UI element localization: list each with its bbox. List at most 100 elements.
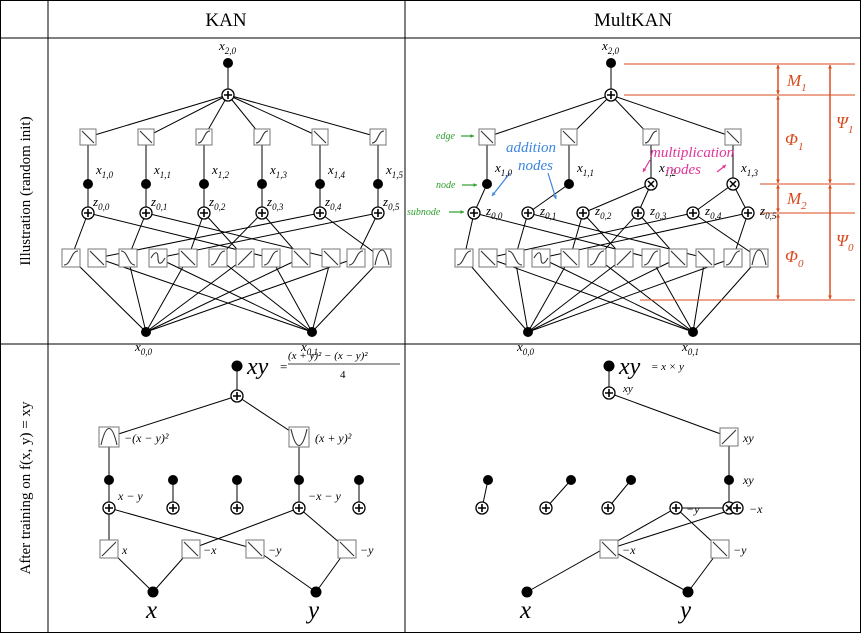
activation-curve — [255, 130, 269, 144]
arrow-head — [643, 168, 647, 172]
variable-label: z0,2 — [594, 203, 612, 221]
activation-curve — [63, 250, 79, 266]
activation-curve — [480, 250, 496, 266]
activation-curve — [313, 130, 327, 144]
connection-line — [540, 257, 694, 333]
plus-icon — [105, 504, 113, 512]
connection-line — [527, 257, 571, 333]
activation-curve — [644, 130, 658, 144]
variable-label: x1,1 — [153, 162, 171, 180]
variable-label: z0,0 — [92, 194, 110, 212]
annotation-arrow — [547, 172, 557, 200]
activation-curve — [150, 252, 166, 264]
kan-output-label: xy — [246, 354, 269, 380]
node-dot — [147, 586, 159, 598]
row-label-after-training: After training on f(x, y) = xy — [18, 401, 34, 574]
connection-line — [270, 257, 313, 333]
connection-line — [319, 212, 383, 259]
variable-label: z0,4 — [704, 203, 722, 221]
activation-curve — [712, 541, 728, 557]
kan-edge-1: x — [121, 543, 128, 557]
arrow-head — [776, 214, 780, 218]
node-dot — [104, 475, 114, 485]
arrow-head — [776, 96, 780, 100]
plus-icon — [524, 209, 532, 217]
connection-line — [157, 257, 313, 333]
arrow-head — [553, 195, 557, 199]
times-icon — [729, 180, 737, 188]
mult-edge-1: −x — [622, 543, 636, 557]
node-dot — [626, 475, 636, 485]
variable-label: x2,0 — [218, 38, 237, 56]
plus-icon — [224, 91, 232, 99]
arrow-head — [828, 295, 832, 299]
variable-label: z0,5 — [759, 203, 777, 221]
node-dot — [223, 58, 233, 68]
variable-label: x2,0 — [601, 38, 620, 56]
activation-curve — [562, 130, 576, 144]
arrow-head — [776, 179, 780, 183]
annotation-arrow — [491, 172, 511, 197]
node-dot — [566, 475, 576, 485]
kan-edge-4: −y — [360, 543, 374, 557]
node-dot — [523, 327, 533, 337]
node-dot — [373, 179, 383, 189]
connection-line — [486, 94, 612, 138]
row-label-illustration: Illustration (random init) — [18, 116, 34, 265]
connection-line — [87, 94, 229, 138]
connection-line — [608, 507, 738, 550]
node-dot — [483, 475, 493, 485]
activation-curve — [725, 250, 741, 266]
activation-box — [98, 426, 120, 448]
arrow-head — [828, 185, 832, 189]
label-Psi0: Ψ0 — [836, 231, 854, 254]
variable-label: x1,1 — [576, 160, 594, 178]
connection-line — [227, 94, 321, 138]
plus-icon — [604, 504, 612, 512]
activation-curve — [348, 250, 364, 266]
connection-line — [527, 257, 625, 333]
connection-line — [145, 257, 357, 333]
times-icon — [647, 180, 655, 188]
activation-curve — [480, 130, 494, 144]
connection-line — [527, 257, 679, 333]
node-dot — [315, 179, 325, 189]
connection-line — [311, 257, 383, 333]
arrow-head — [828, 179, 832, 183]
node-dot — [307, 327, 317, 337]
kan-input-y: y — [305, 597, 320, 624]
kan-func-left: −(x − y)² — [124, 431, 169, 445]
activation-curve — [183, 541, 199, 557]
label-M1: M1 — [786, 71, 807, 94]
connection-line — [608, 392, 730, 438]
arrow-head — [776, 65, 780, 69]
node-dot — [724, 475, 734, 485]
connection-line — [108, 507, 256, 550]
activation-box — [749, 248, 769, 268]
plus-icon — [478, 504, 486, 512]
plus-icon — [470, 209, 478, 217]
label-Phi1: Φ1 — [785, 130, 803, 153]
activation-curve — [589, 250, 605, 266]
kan-sum-left: x − y — [117, 489, 143, 503]
node-dot — [482, 179, 492, 189]
label-M2: M2 — [786, 189, 807, 212]
node-dot — [354, 475, 364, 485]
activation-curve — [507, 250, 523, 266]
variable-label: x1,3 — [740, 160, 759, 178]
plus-icon — [295, 504, 303, 512]
connection-line — [582, 183, 652, 214]
connection-line — [127, 257, 147, 333]
activation-curve — [670, 250, 686, 266]
annotation-node: node — [436, 180, 456, 191]
label-Psi1: Ψ1 — [836, 113, 853, 136]
plus-icon — [142, 209, 150, 217]
connection-line — [692, 183, 734, 214]
kan-fraction-numerator: (x + y)² − (x − y)² — [288, 350, 368, 362]
activation-curve — [751, 249, 767, 266]
activation-curve — [726, 130, 740, 144]
variable-label: z0,5 — [382, 194, 400, 212]
mult-edge-2: −y — [733, 543, 747, 557]
annotation-edge: edge — [436, 131, 455, 142]
connection-line — [463, 257, 529, 333]
